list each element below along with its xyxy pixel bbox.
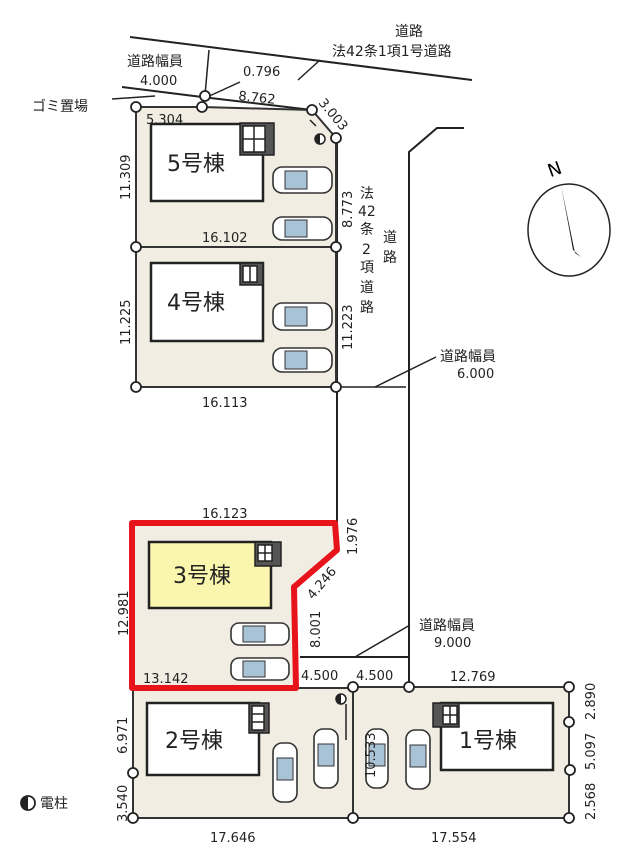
dim-2568: 2.568 xyxy=(584,783,599,820)
garbage-leader xyxy=(111,95,156,100)
dim-17554: 17.554 xyxy=(431,831,477,846)
house-2 xyxy=(145,701,261,777)
house-4-label: 4号棟 xyxy=(167,291,225,316)
top-road-label: 道路 xyxy=(395,24,423,40)
svg-text:項: 項 xyxy=(360,260,374,276)
lower-road-width: 9.000 xyxy=(434,636,471,651)
dim-0796: 0.796 xyxy=(243,65,280,80)
compass-north-label: N xyxy=(545,158,565,182)
svg-text:法: 法 xyxy=(360,186,374,202)
car-icon xyxy=(230,622,290,646)
car-icon xyxy=(272,166,333,194)
dim-3540: 3.540 xyxy=(116,785,131,822)
car-icon xyxy=(313,728,339,789)
legend: 電柱 xyxy=(20,795,68,812)
dim-13142: 13.142 xyxy=(143,672,189,687)
svg-text:路: 路 xyxy=(383,250,397,266)
road-width-arrow xyxy=(204,49,210,96)
house-3-label: 3号棟 xyxy=(173,564,231,589)
north-compass: N xyxy=(527,158,611,277)
dim-16113: 16.113 xyxy=(202,396,248,411)
right-road-edge xyxy=(408,127,464,687)
svg-text:2: 2 xyxy=(362,242,371,258)
utility-pole-icon xyxy=(309,119,347,740)
car-icon xyxy=(230,657,290,681)
dim-4500-a: 4.500 xyxy=(301,669,338,684)
garbage-area-label: ゴミ置場 xyxy=(32,98,88,115)
road-leader xyxy=(297,59,321,81)
car-icon xyxy=(272,216,333,241)
car-icon xyxy=(405,729,431,790)
house-3 xyxy=(147,540,273,610)
boundary-points xyxy=(127,90,576,824)
dim-4500-b: 4.500 xyxy=(356,669,393,684)
car-icons xyxy=(230,166,431,803)
mid-road-width-label: 道路幅員 xyxy=(440,349,496,365)
car-icon xyxy=(272,742,298,803)
road-edge-top xyxy=(129,36,473,81)
top-road-type: 法42条1項1号道路 xyxy=(332,43,452,60)
entrance-icon xyxy=(239,122,460,734)
dim-16123: 16.123 xyxy=(202,507,248,522)
dim-2890: 2.890 xyxy=(584,683,599,720)
pole-legend-label: 電柱 xyxy=(40,796,68,812)
svg-text:条: 条 xyxy=(360,221,374,238)
car-icon xyxy=(272,302,333,331)
dim-10533: 10.533 xyxy=(364,733,379,779)
house-5-label: 5号棟 xyxy=(167,152,225,177)
dim-17646: 17.646 xyxy=(210,831,256,846)
dim-12981: 12.981 xyxy=(117,591,132,637)
dim-11225: 11.225 xyxy=(119,300,134,346)
car-icon xyxy=(365,728,389,789)
top-road-width-label: 道路幅員 xyxy=(127,54,183,70)
dim-5097: 5.097 xyxy=(584,733,599,770)
dim-8762: 8.762 xyxy=(238,89,277,108)
house-1-label: 1号棟 xyxy=(459,729,517,754)
dim-8773: 8.773 xyxy=(341,191,356,228)
dim-11223: 11.223 xyxy=(341,305,356,351)
dim-12769: 12.769 xyxy=(450,670,496,685)
house-2-label: 2号棟 xyxy=(165,729,223,754)
svg-text:42: 42 xyxy=(358,204,376,220)
svg-text:道: 道 xyxy=(360,280,374,296)
svg-text:道: 道 xyxy=(383,230,397,246)
road-leader-6 xyxy=(374,356,437,388)
road-leader-9 xyxy=(354,624,411,658)
car-icon xyxy=(272,347,333,373)
right-road-type: 法 42 条 2 項 道 路 道 路 xyxy=(358,186,397,316)
dim-8001: 8.001 xyxy=(309,611,324,648)
dim-1976: 1.976 xyxy=(346,518,361,555)
dim-5304: 5.304 xyxy=(146,113,183,128)
svg-text:路: 路 xyxy=(360,300,374,316)
dim-6971: 6.971 xyxy=(116,717,131,754)
lower-road-width-label: 道路幅員 xyxy=(419,618,475,634)
dim-16102: 16.102 xyxy=(202,231,248,246)
dim-11309: 11.309 xyxy=(119,155,134,201)
mid-road-width: 6.000 xyxy=(457,367,494,382)
top-road-width: 4.000 xyxy=(140,74,177,89)
